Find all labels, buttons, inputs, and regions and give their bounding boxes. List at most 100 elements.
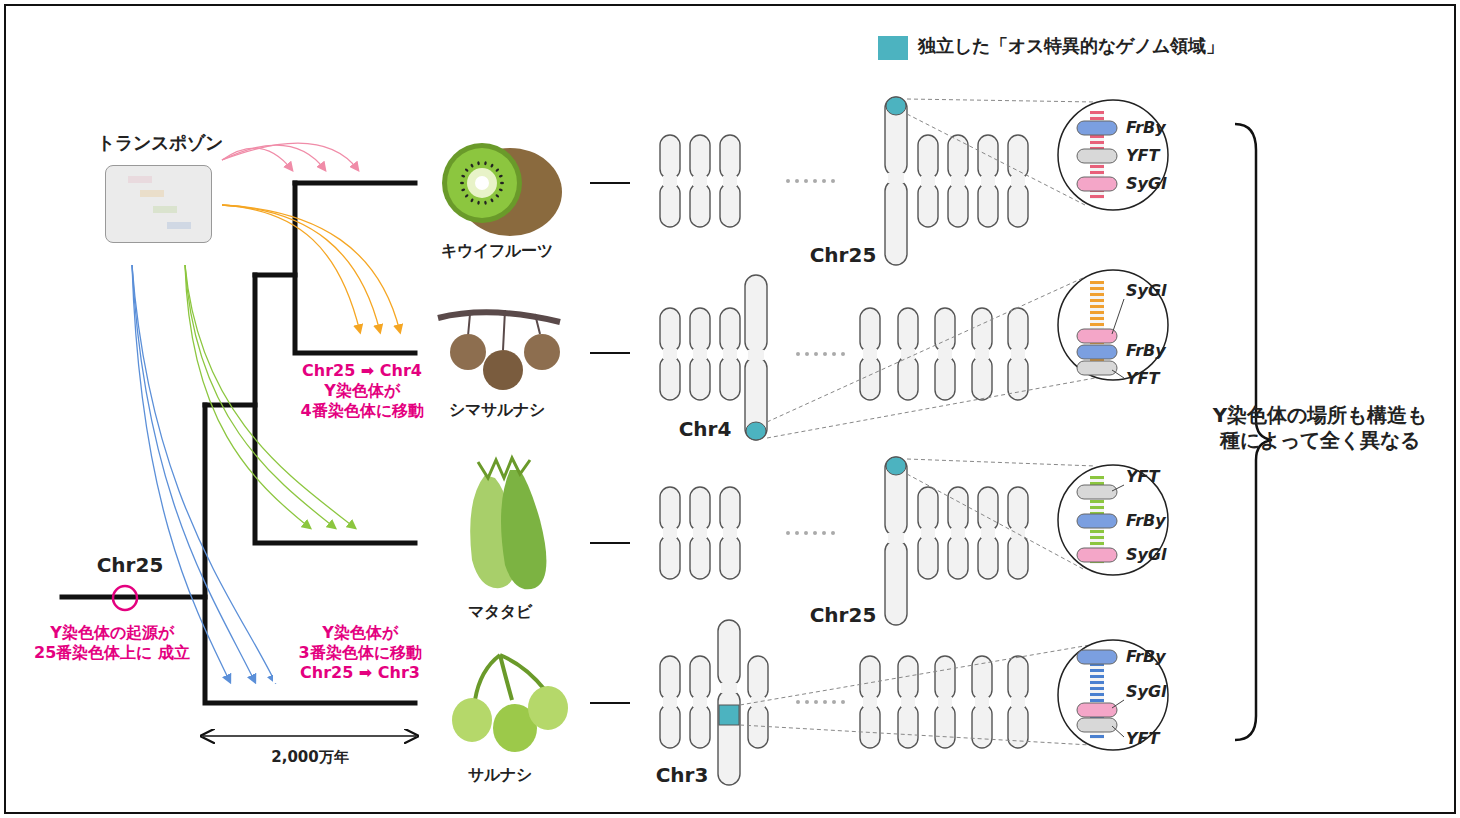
gene-name: FrBy (1126, 511, 1186, 531)
zoom-lines (740, 99, 1095, 745)
chromosome-arm (690, 308, 710, 352)
chromosome-label: Chr25 (803, 603, 883, 628)
kiwi-illustration (442, 143, 562, 236)
chromosome (948, 135, 968, 227)
chromosome-arm (690, 183, 710, 227)
gene-name: SyGl (1126, 281, 1186, 301)
centromere (1011, 176, 1025, 186)
chromosome-arm (898, 308, 918, 352)
gene-pill (1077, 329, 1117, 343)
annotation: Chr25 (85, 553, 175, 578)
dot (831, 179, 835, 183)
gene-bars (1077, 111, 1117, 739)
gene-name: YFT (1126, 467, 1186, 487)
centromere (693, 349, 707, 359)
chromosome-arm (972, 704, 992, 748)
chromosome (978, 487, 998, 579)
transposon-stripe (1090, 687, 1104, 690)
dot (823, 700, 827, 704)
transposon-stripe (1090, 536, 1104, 539)
chromosome-arm (935, 656, 955, 700)
centromere (663, 176, 677, 186)
kiwi-seed (461, 188, 466, 192)
legend-text: 独立した「オス特異的なゲノム領域」 (918, 35, 1338, 58)
gene-pill (1077, 718, 1117, 732)
chromosome-label: Chr4 (670, 417, 740, 442)
chromosome-arm (690, 535, 710, 579)
dot (813, 531, 817, 535)
kiwi-seed (484, 201, 487, 205)
chromosome-arm (978, 535, 998, 579)
chromosome (885, 457, 907, 625)
gene-pill (1077, 548, 1117, 562)
centromere (723, 176, 737, 186)
chromosome (1008, 656, 1028, 748)
centromere (748, 350, 764, 360)
centromere (975, 349, 989, 359)
chromosome-arm (860, 308, 880, 352)
gene-pill (1077, 121, 1117, 135)
chromosome (918, 487, 938, 579)
chromosome-arm (748, 656, 768, 700)
transposon-stripe (1090, 141, 1104, 144)
kiwi-seed (500, 182, 504, 184)
centromere (751, 697, 765, 707)
annotation: Y染色体の場所も構造も 種によって全く異なる (1203, 403, 1438, 453)
chromosome-arm (898, 656, 918, 700)
transposon-stripe (1090, 311, 1104, 314)
chromosome-arm (885, 457, 907, 536)
centromere (938, 697, 952, 707)
chromosome-arm (918, 183, 938, 227)
transposon-stripe (1090, 299, 1104, 302)
transposon-stripe (1090, 506, 1104, 509)
chromosome-label: Chr3 (647, 763, 717, 788)
centromere (723, 349, 737, 359)
chromosome (660, 487, 680, 579)
chromosome (720, 135, 740, 227)
transposon-stripe (1090, 323, 1104, 326)
chromosome (748, 656, 768, 748)
kiwi-seed (495, 168, 500, 172)
male-specific-region (886, 97, 906, 115)
centromere (693, 697, 707, 707)
male-specific-region (746, 422, 766, 440)
chromosome-arm (978, 487, 998, 531)
chromosome-arm (948, 487, 968, 531)
dot (805, 352, 809, 356)
chromosome (948, 487, 968, 579)
centromere (975, 697, 989, 707)
chromosome-arm (690, 487, 710, 531)
time-scale-arrow (203, 735, 416, 737)
chromosome (972, 656, 992, 748)
chromosome-arm (745, 357, 767, 440)
kiwi-seed (470, 163, 474, 168)
chromosome-arm (718, 690, 740, 785)
chromosome-arm (1008, 183, 1028, 227)
chromosome-arm (972, 356, 992, 400)
chromosome-arm (720, 308, 740, 352)
transposon-stripe (1090, 675, 1104, 678)
chromosome-arm (948, 183, 968, 227)
chromosome-arm (935, 308, 955, 352)
kiwi-seed (477, 161, 480, 165)
transposon-stripe (1090, 287, 1104, 290)
dot (832, 700, 836, 704)
gene-pill (1077, 514, 1117, 528)
chromosome-arm (660, 308, 680, 352)
gene-pill (1077, 650, 1117, 664)
centromere (981, 528, 995, 538)
dot (831, 531, 835, 535)
chromosome (690, 656, 710, 748)
chromosome (860, 656, 880, 748)
chromosome (935, 656, 955, 748)
chromosome-arm (1008, 535, 1028, 579)
kiwi-seed (490, 163, 494, 168)
chromosome-arm (660, 183, 680, 227)
dot (813, 179, 817, 183)
gene-pill (1077, 345, 1117, 359)
kiwi-seed (464, 168, 469, 172)
centromere (863, 349, 877, 359)
annotation: Y染色体が 3番染色体に移動 Chr25 ➡ Chr3 (273, 623, 448, 683)
chromosome (660, 656, 680, 748)
chromosome-arm (720, 487, 740, 531)
